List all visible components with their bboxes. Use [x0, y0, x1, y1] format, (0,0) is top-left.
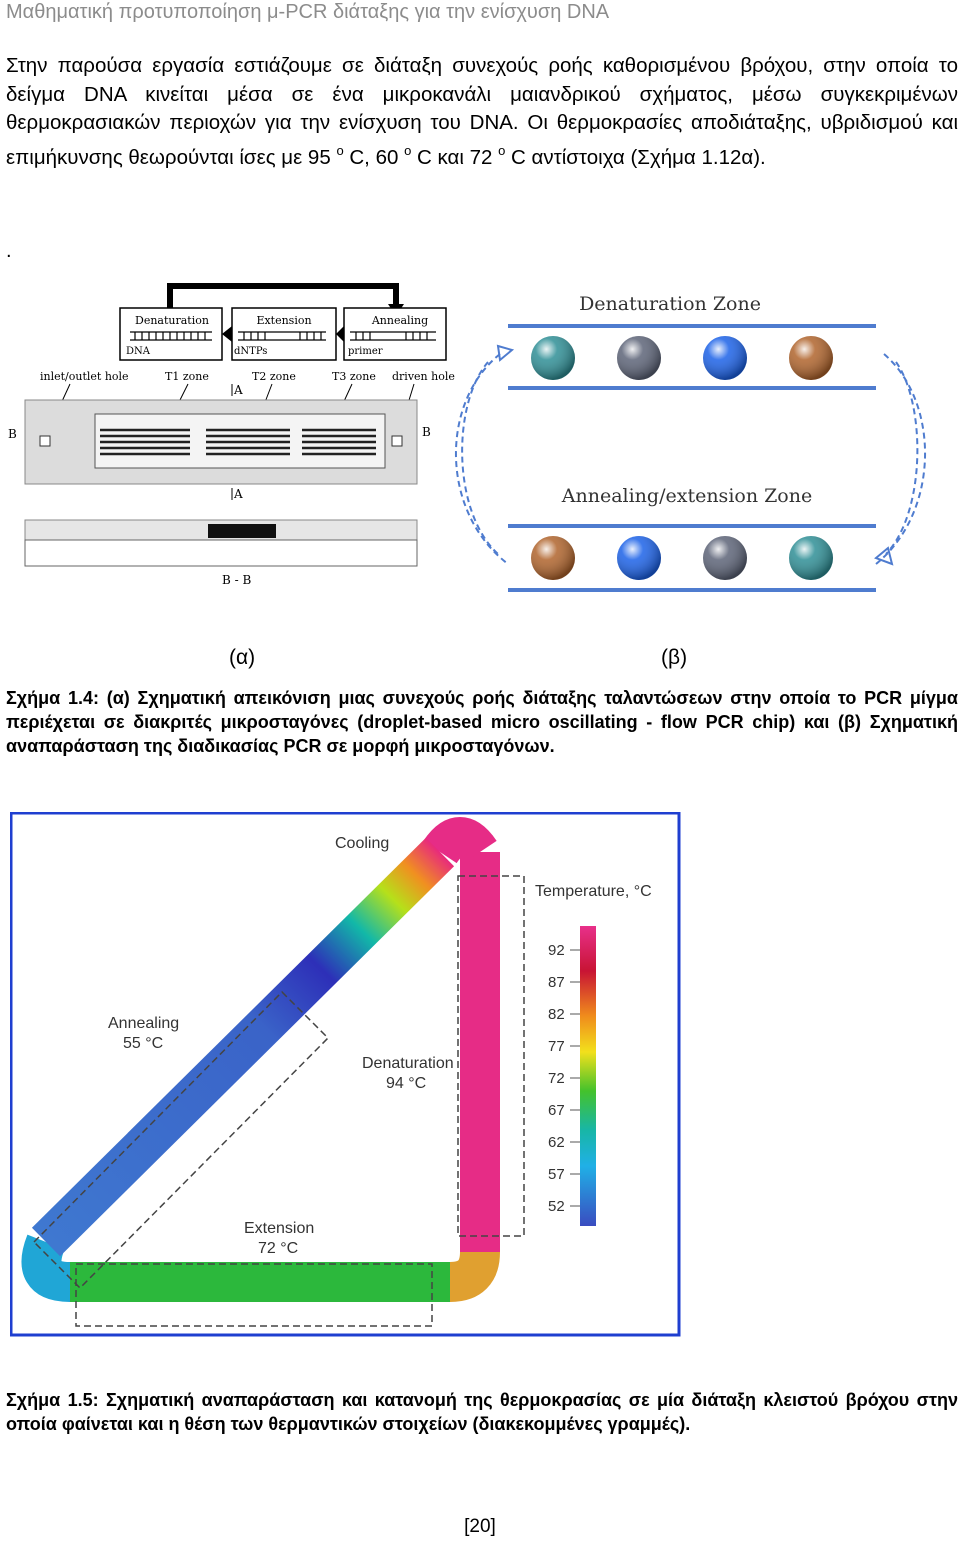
- scale-tick-label: 87: [548, 974, 565, 991]
- scale-tick-label: 77: [548, 1038, 565, 1055]
- box-sublabel-primer: primer: [348, 346, 383, 357]
- label-driven-hole: driven hole: [392, 370, 455, 383]
- dna-strand-glyphs: [130, 331, 436, 341]
- label-t1-zone: T1 zone: [165, 370, 209, 383]
- scale-tick-label: 62: [548, 1134, 565, 1151]
- figure-1-5: Cooling Annealing 55 °C Denaturation 94 …: [10, 812, 681, 1337]
- paragraph-text: C αντίστοιχα (Σχήμα 1.12α).: [505, 145, 766, 169]
- label-denaturation: Denaturation: [362, 1055, 454, 1072]
- label-t2-zone: T2 zone: [252, 370, 296, 383]
- section-a-bottom: A: [233, 487, 243, 501]
- label-t3-zone: T3 zone: [332, 370, 376, 383]
- label-extension-temp: 72 °C: [258, 1240, 298, 1257]
- degree-mark: ο: [336, 142, 344, 158]
- denaturation-zone-label: Denaturation Zone: [579, 293, 761, 315]
- degree-mark: ο: [404, 142, 412, 158]
- label-extension: Extension: [244, 1220, 314, 1237]
- droplets-bottom-row: [531, 536, 833, 580]
- droplet-shine: [617, 336, 661, 380]
- scale-tick-label: 82: [548, 1006, 565, 1023]
- label-denaturation-temp: 94 °C: [386, 1075, 426, 1092]
- temperature-color-scale: [580, 926, 596, 1226]
- scale-tick-label: 92: [548, 942, 565, 959]
- section-b-left: B: [8, 427, 17, 441]
- label-annealing: Annealing: [108, 1015, 179, 1032]
- droplet-shine: [789, 336, 833, 380]
- degree-mark: ο: [498, 142, 506, 158]
- section-bb-label: B - B: [222, 573, 252, 587]
- droplet-shine: [531, 336, 575, 380]
- temperature-legend-title: Temperature, °C: [535, 883, 652, 900]
- running-header: Μαθηματική προτυποποίηση μ-PCR διάταξης …: [6, 1, 610, 23]
- label-cooling: Cooling: [335, 835, 389, 852]
- figure-1-4-panel-a: Denaturation Extension Annealing DNA dNT…: [8, 283, 455, 587]
- paragraph-text: Στην παρούσα εργασία εστιάζουμε σε διάτα…: [6, 54, 958, 169]
- body-paragraph: Στην παρούσα εργασία εστιάζουμε σε διάτα…: [6, 52, 958, 172]
- page-number: [20]: [464, 1516, 496, 1537]
- figure-1-5-caption: Σχήμα 1.5: Σχηματική αναπαράσταση και κα…: [6, 1390, 958, 1434]
- figure-1-4-caption: Σχήμα 1.4: (α) Σχηματική απεικόνιση μιας…: [6, 688, 958, 756]
- scale-tick-label: 72: [548, 1070, 565, 1087]
- paragraph-text: C και 72: [411, 145, 499, 169]
- box-sublabel-dntps: dNTPs: [234, 346, 267, 357]
- droplet-shine: [703, 336, 747, 380]
- droplets-top-row: [531, 336, 833, 380]
- section-b-right: B: [422, 425, 431, 439]
- box-sublabel-dna: DNA: [126, 346, 151, 357]
- figure-label-b: (β): [661, 646, 688, 669]
- cycle-arrows: [454, 353, 927, 565]
- paragraph-text: C, 60: [343, 145, 405, 169]
- section-a-top: A: [233, 383, 243, 397]
- scale-tick-label: 57: [548, 1166, 565, 1183]
- label-annealing-temp: 55 °C: [123, 1035, 163, 1052]
- figure-label-a: (α): [229, 646, 256, 669]
- box-label-denaturation: Denaturation: [135, 314, 209, 327]
- droplet-shine: [617, 536, 661, 580]
- box-label-extension: Extension: [256, 314, 311, 327]
- scale-tick-label: 67: [548, 1102, 565, 1119]
- box-label-annealing: Annealing: [371, 314, 428, 327]
- figure-1-4-panel-b: Denaturation Zone Annealing/extension Zo…: [454, 293, 927, 592]
- heater-outlines: [32, 875, 525, 1327]
- droplet-shine: [703, 536, 747, 580]
- scale-tick-label: 52: [548, 1198, 565, 1215]
- meander-channels: [100, 428, 376, 456]
- droplet-shine: [531, 536, 575, 580]
- temperature-scale-ticks: 92 87 82 77 72 67 62 57 52: [548, 942, 580, 1215]
- droplet-shine: [789, 536, 833, 580]
- annealing-extension-zone-label: Annealing/extension Zone: [561, 485, 812, 507]
- label-inlet-outlet-hole: inlet/outlet hole: [40, 370, 129, 383]
- stray-dot: .: [6, 240, 12, 262]
